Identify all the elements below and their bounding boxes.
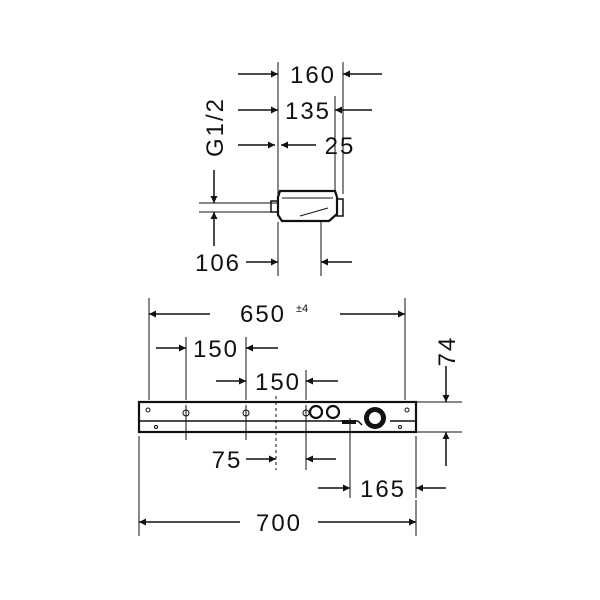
dim-25-label: 25 — [325, 133, 356, 160]
mount-hole-left — [145, 407, 151, 413]
screw-left — [154, 425, 158, 429]
display-indicator — [342, 420, 356, 424]
connection-mark-2 — [242, 405, 250, 440]
front-view: 650 ±4 150 150 74 75 165 700 — [137, 298, 462, 537]
dim-150-left-label: 150 — [193, 336, 239, 363]
dim-106-label: 106 — [195, 250, 241, 277]
shelf-inner-slope — [357, 420, 363, 426]
dim-160-label: 160 — [290, 62, 336, 89]
dim-135-label: 135 — [285, 98, 331, 125]
thread-connector — [270, 200, 279, 213]
dim-165-label: 165 — [360, 476, 406, 503]
shelf-outline — [137, 400, 418, 434]
connection-mark-3 — [302, 405, 310, 440]
thread-size-label: G1/2 — [202, 97, 229, 157]
thermostat-side-profile — [270, 189, 344, 223]
control-button-1 — [308, 404, 324, 420]
dim-700-label: 700 — [256, 510, 302, 537]
connection-mark-1 — [182, 405, 190, 440]
control-button-2 — [325, 404, 341, 420]
screw-right — [398, 425, 402, 429]
dim-75-label: 75 — [212, 447, 243, 474]
mount-hole-right — [404, 407, 410, 413]
thermostat-knob-center — [369, 412, 381, 424]
dim-650-tolerance: ±4 — [296, 303, 308, 315]
dim-74-label: 74 — [434, 336, 461, 367]
side-view: 160 135 25 G1/2 106 — [195, 62, 382, 277]
front-knob-edge — [336, 198, 344, 217]
dim-650-label: 650 — [240, 301, 286, 328]
shower-shelf-front — [137, 396, 418, 498]
dim-150-center-label: 150 — [255, 369, 301, 396]
